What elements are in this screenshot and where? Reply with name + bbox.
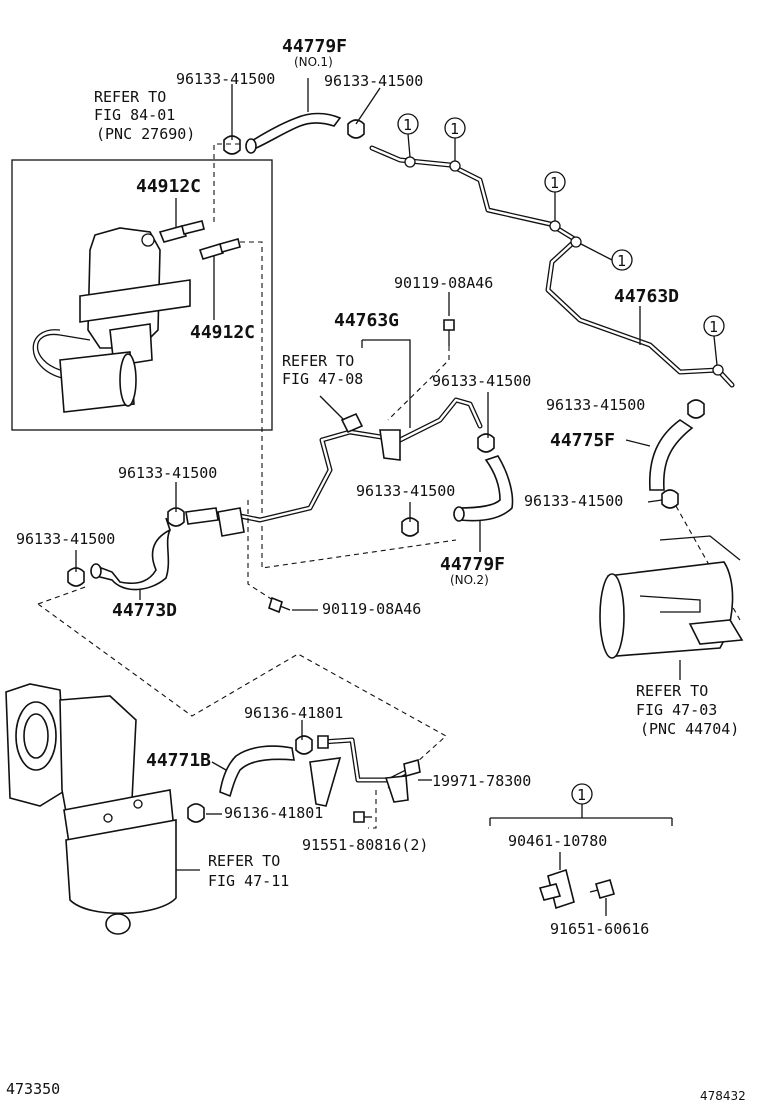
bolt-90119-b	[268, 596, 291, 614]
callout-1b: 1	[450, 120, 459, 138]
label-pnc-44704: (PNC 44704)	[640, 720, 739, 738]
dash-91551	[368, 790, 377, 829]
label-44771b: 44771B	[146, 750, 211, 771]
dash-90119-b	[247, 500, 277, 603]
callout-1e: 1	[709, 318, 718, 336]
label-no1: (NO.1)	[294, 55, 333, 69]
label-90119-a: 90119-08A46	[394, 274, 493, 292]
label-90461: 90461-10780	[508, 832, 607, 850]
bracket-19971	[309, 735, 421, 807]
label-96133-e: 96133-41500	[546, 396, 645, 414]
label-fig-4711: FIG 47-11	[208, 872, 289, 890]
hose-44779f-no2	[453, 455, 514, 522]
label-96133-c: 96133-41500	[432, 372, 531, 390]
hose-44773d	[90, 517, 171, 591]
callout-circles: 1 1 1 1 1	[397, 113, 725, 366]
clamp-96136-b	[187, 803, 205, 823]
label-90119-b: 90119-08A46	[322, 600, 421, 618]
clamp-96133-g	[167, 507, 185, 527]
clamp-96133-b	[347, 119, 365, 139]
bolt-90119-a	[443, 319, 455, 346]
leader-44771b	[211, 761, 227, 771]
label-fig-4708: FIG 47-08	[282, 370, 363, 388]
throttle-body	[5, 683, 177, 935]
label-96136-b: 96136-41801	[224, 804, 323, 822]
dash-diamond	[37, 585, 447, 789]
leader-44775f	[625, 439, 651, 447]
label-19971: 19971-78300	[432, 772, 531, 790]
label-96133-g: 96133-41500	[118, 464, 217, 482]
label-refer-84: REFER TO	[94, 88, 166, 106]
dash-44912c-a	[213, 143, 240, 226]
label-no2: (NO.2)	[450, 573, 489, 587]
callout-1d: 1	[617, 252, 626, 270]
hose-44771b	[219, 745, 295, 798]
union-44912c-a	[158, 220, 205, 243]
label-kit-num: 1	[577, 786, 586, 804]
leader-4708	[319, 395, 345, 421]
intake-connector	[599, 535, 744, 659]
vsv-assembly	[32, 227, 191, 413]
label-44763g: 44763G	[334, 310, 399, 331]
union-44912c-b	[198, 238, 241, 260]
callout-1c: 1	[550, 174, 559, 192]
label-96133-a: 96133-41500	[176, 70, 275, 88]
label-44779f-bot: 44779F	[440, 554, 505, 575]
label-fig-84: FIG 84-01	[94, 106, 175, 124]
label-96136-a: 96136-41801	[244, 704, 343, 722]
clip-90461	[538, 868, 575, 910]
label-91651: 91651-60616	[550, 920, 649, 938]
label-44763d: 44763D	[614, 286, 679, 307]
bracket-44763g	[361, 339, 411, 428]
label-44775f: 44775F	[550, 430, 615, 451]
bolt-91551	[353, 811, 372, 823]
label-44912c-a: 44912C	[136, 176, 201, 197]
leader-96133-b	[355, 87, 381, 125]
kit-bracket	[489, 804, 673, 826]
ref-number-right: 478432	[700, 1089, 746, 1103]
label-96133-h: 96133-41500	[16, 530, 115, 548]
label-96133-b: 96133-41500	[324, 72, 423, 90]
clamp-96133-e	[687, 399, 705, 419]
label-44773d: 44773D	[112, 600, 177, 621]
label-refer-4711: REFER TO	[208, 852, 280, 870]
clamp-96133-a	[223, 135, 241, 155]
label-91551: 91551-80816(2)	[302, 836, 428, 854]
label-refer-4703: REFER TO	[636, 682, 708, 700]
pipe-44763d	[369, 145, 735, 388]
hose-44779f-no1	[245, 112, 342, 154]
label-refer-4708: REFER TO	[282, 352, 354, 370]
clamp-96133-h	[67, 567, 85, 587]
label-fig-4703: FIG 47-03	[636, 701, 717, 719]
hose-44775f	[648, 419, 694, 491]
fitting-left	[185, 507, 219, 525]
fitting-4708	[340, 412, 364, 434]
clamp-96133-c	[477, 433, 495, 453]
refer-box-84	[11, 159, 273, 431]
leader-96133-f	[647, 499, 663, 503]
clamp-96133-d	[401, 517, 419, 537]
dash-90119-a	[387, 346, 450, 421]
label-pnc-27690: (PNC 27690)	[96, 125, 195, 143]
label-44912c-b: 44912C	[190, 322, 255, 343]
label-44779f-top: 44779F	[282, 36, 347, 57]
clamp-96133-f	[661, 489, 679, 509]
label-96133-f: 96133-41500	[524, 492, 623, 510]
label-96133-d: 96133-41500	[356, 482, 455, 500]
ref-number-left: 473350	[6, 1080, 60, 1098]
dash-44912c-b	[240, 241, 457, 569]
callout-1a: 1	[403, 116, 412, 134]
clamp-96136-a	[295, 735, 313, 755]
bolt-91651	[589, 879, 615, 899]
